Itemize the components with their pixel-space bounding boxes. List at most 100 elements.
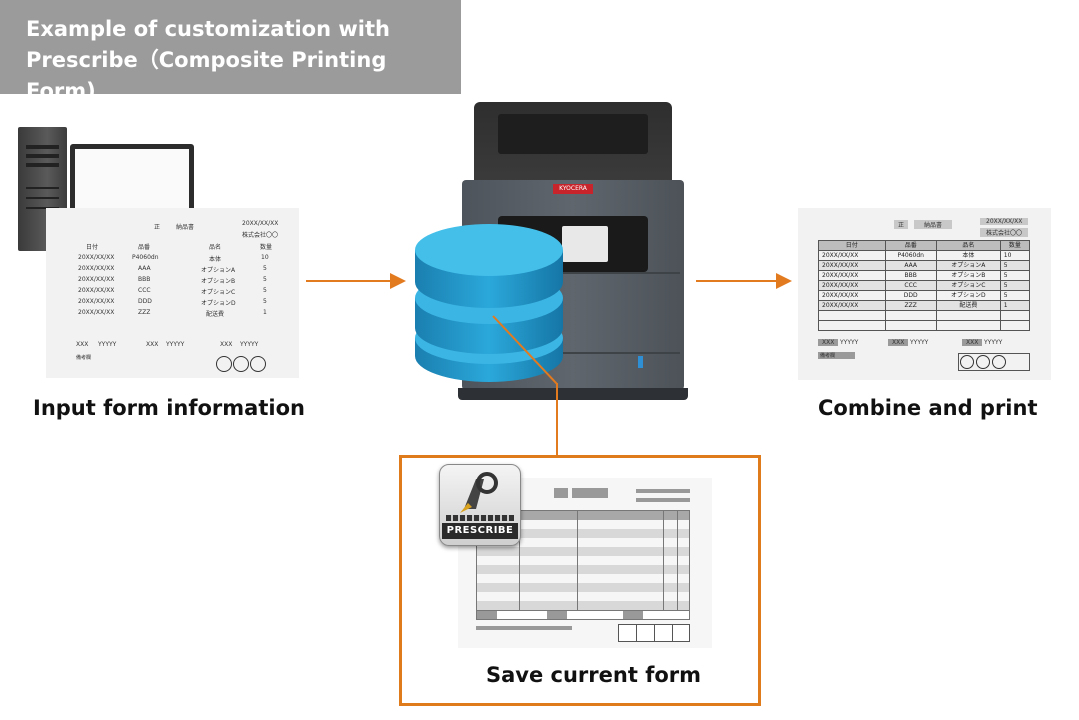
saved-form-frame: PRESCRIBE Save current form xyxy=(399,455,761,706)
output-form-cell: AAA xyxy=(884,260,937,271)
table-row: 20XX/XX/XX AAA オプションA 5 xyxy=(818,260,1031,271)
input-form-cell: 20XX/XX/XX xyxy=(78,254,115,261)
input-form-footer: XXX xyxy=(146,341,159,348)
connector-line xyxy=(556,383,558,455)
output-form-document: 正 納品書 20XX/XX/XX 株式会社〇〇 日付 品番 品名 数量 20XX… xyxy=(798,208,1051,380)
input-form-header: 品番 xyxy=(138,244,151,251)
output-form-cell: オプションB xyxy=(935,270,1001,281)
input-form-footer: YYYYY xyxy=(98,341,117,348)
output-form-header: 品名 xyxy=(935,240,1001,251)
input-form-title: 納品書 xyxy=(176,224,195,231)
input-form-document: 正 納品書 20XX/XX/XX 株式会社〇〇 日付 品番 品名 数量 20XX… xyxy=(46,208,299,378)
input-form-cell: 配送費 xyxy=(206,311,225,318)
database-icon xyxy=(415,224,563,385)
output-form-cell: BBB xyxy=(884,270,937,281)
table-row: 20XX/XX/XX P4060dn 本体 10 xyxy=(818,250,1031,261)
caption-output: Combine and print xyxy=(818,396,1038,420)
output-form-cell: 20XX/XX/XX xyxy=(818,260,886,271)
arrow-head-icon xyxy=(390,273,406,289)
form-template-document xyxy=(458,478,712,648)
input-form-cell: 20XX/XX/XX xyxy=(78,298,115,305)
pen-nib-icon xyxy=(460,472,498,513)
output-form-table: 日付 品番 品名 数量 20XX/XX/XX P4060dn 本体 10 20X… xyxy=(818,240,1031,331)
seal-circle xyxy=(216,356,232,372)
input-form-cell: 20XX/XX/XX xyxy=(78,287,115,294)
title-banner: Example of customization with Prescribe（… xyxy=(0,0,461,103)
input-form-cell: 5 xyxy=(263,298,267,305)
arrow-to-printer xyxy=(306,280,394,282)
input-form-cell: ZZZ xyxy=(138,309,151,316)
table-row xyxy=(818,310,1031,321)
input-form-note: 備考欄 xyxy=(76,355,92,361)
input-form-footer: YYYYY xyxy=(166,341,185,348)
output-form-cell: DDD xyxy=(884,290,937,301)
output-form-cell: ZZZ xyxy=(884,300,937,311)
output-form-cell: 配送費 xyxy=(935,300,1001,311)
input-form-cell: 1 xyxy=(263,309,267,316)
output-form-cell: オプションA xyxy=(935,260,1001,271)
output-form-cell: CCC xyxy=(884,280,937,291)
prescribe-logo-text: PRESCRIBE xyxy=(442,523,518,539)
output-form-cell: 20XX/XX/XX xyxy=(818,300,886,311)
output-form-cell: 本体 xyxy=(935,250,1001,261)
input-form-cell: 5 xyxy=(263,265,267,272)
seal-circle xyxy=(992,355,1006,369)
printer-brand: KYOCERA xyxy=(553,184,593,194)
input-form-cell: 20XX/XX/XX xyxy=(78,309,115,316)
prescribe-logo: PRESCRIBE xyxy=(439,464,521,546)
input-form-cell: 20XX/XX/XX xyxy=(78,276,115,283)
output-form-cell: オプションC xyxy=(935,280,1001,291)
output-form-cell: 5 xyxy=(999,270,1031,281)
output-form-header: 日付 xyxy=(818,240,886,251)
output-form-cell: オプションD xyxy=(935,290,1001,301)
output-form-cell: 20XX/XX/XX xyxy=(818,270,886,281)
input-form-footer: XXX xyxy=(220,341,233,348)
printer-illustration: KYOCERA xyxy=(458,102,688,402)
output-form-company: 株式会社〇〇 xyxy=(980,228,1029,237)
output-form-cell: 5 xyxy=(999,290,1031,301)
output-form-cell: 20XX/XX/XX xyxy=(818,290,886,301)
output-form-cell: 10 xyxy=(999,250,1031,261)
caption-save: Save current form xyxy=(486,663,701,687)
output-form-footer: XXX xyxy=(888,339,909,346)
output-form-header: 数量 xyxy=(999,240,1031,251)
input-form-cell: BBB xyxy=(138,276,151,283)
output-form-footer: XXX xyxy=(962,339,983,346)
title-line-1: Example of customization with xyxy=(26,17,390,41)
output-form-footer: YYYYY xyxy=(910,339,929,346)
table-row: 20XX/XX/XX ZZZ 配送費 1 xyxy=(818,300,1031,311)
seal-circle xyxy=(960,355,974,369)
seal-circle xyxy=(976,355,990,369)
output-form-cell: 1 xyxy=(999,300,1031,311)
input-form-cell: オプションB xyxy=(201,278,236,285)
arrow-to-output xyxy=(696,280,780,282)
caption-input: Input form information xyxy=(33,396,305,420)
input-form-cell: 10 xyxy=(261,254,269,261)
input-form-cell: 5 xyxy=(263,276,267,283)
input-form-cell: 本体 xyxy=(209,256,222,263)
output-form-cell: 5 xyxy=(999,280,1031,291)
input-form-cell: 5 xyxy=(263,287,267,294)
printer-indicator xyxy=(638,356,643,368)
arrow-head-icon xyxy=(776,273,792,289)
output-form-cell: 5 xyxy=(999,260,1031,271)
output-form-date: 20XX/XX/XX xyxy=(980,218,1029,225)
input-form-cell: オプションD xyxy=(201,300,236,307)
input-form-footer: YYYYY xyxy=(240,341,259,348)
input-form-cell: 20XX/XX/XX xyxy=(78,265,115,272)
input-form-company: 株式会社〇〇 xyxy=(242,232,279,239)
output-form-cell: 20XX/XX/XX xyxy=(818,250,886,261)
title-line-2: Prescribe（Composite Printing Form) xyxy=(26,48,387,103)
input-form-mark: 正 xyxy=(154,224,161,231)
output-form-cell: 20XX/XX/XX xyxy=(818,280,886,291)
table-row: 20XX/XX/XX CCC オプションC 5 xyxy=(818,280,1031,291)
table-row: 20XX/XX/XX BBB オプションB 5 xyxy=(818,270,1031,281)
output-form-footer: YYYYY xyxy=(840,339,859,346)
output-form-cell: P4060dn xyxy=(884,250,937,261)
table-row: 20XX/XX/XX DDD オプションD 5 xyxy=(818,290,1031,301)
input-form-cell: CCC xyxy=(138,287,151,294)
printer-screen xyxy=(562,226,608,262)
output-form-footer: XXX xyxy=(818,339,839,346)
input-form-date: 20XX/XX/XX xyxy=(242,220,279,227)
output-form-note: 備考欄 xyxy=(818,352,856,359)
